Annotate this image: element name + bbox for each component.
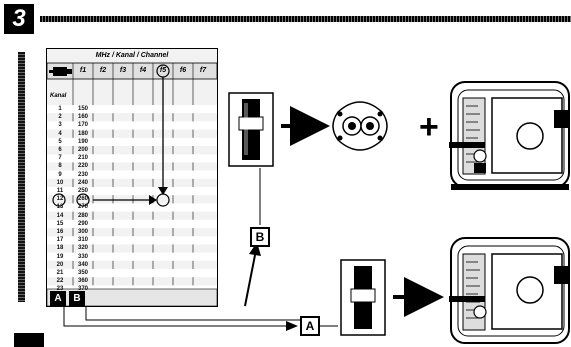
table-cell: 240 — [77, 179, 88, 186]
table-cell: 21 — [56, 270, 64, 276]
table-cell: 22 — [56, 278, 64, 285]
table-cell: 2 — [58, 114, 62, 121]
column-header: f5 — [159, 67, 167, 74]
side-bar — [18, 52, 25, 302]
table-cell: 20 — [56, 261, 64, 268]
table-cell: 7 — [58, 155, 62, 162]
table-cell: 15 — [56, 220, 64, 227]
receiver-unit-icon — [449, 81, 570, 190]
table-cell: 4 — [58, 130, 62, 137]
table-cell: 19 — [56, 253, 64, 260]
table-cell: 17 — [56, 237, 64, 244]
plus-sign: + — [419, 108, 439, 146]
bottom-tab — [14, 333, 44, 347]
connector-plug-icon — [49, 67, 72, 76]
table-cell: 190 — [77, 138, 88, 145]
table-cell: 320 — [77, 245, 88, 252]
table-cell: 200 — [77, 147, 88, 153]
crystal-module-icon — [332, 101, 388, 151]
footer-key-a: A — [50, 291, 66, 306]
step-number-badge: 3 — [4, 4, 34, 34]
table-cell: 360 — [77, 278, 88, 285]
table-title: MHz / Kanal / Channel — [95, 52, 169, 59]
column-header: f6 — [179, 67, 187, 74]
table-cell: 290 — [77, 220, 88, 227]
column-header: f4 — [139, 67, 147, 74]
table-cell: 13 — [56, 204, 64, 211]
table-cell: 1 — [58, 106, 62, 112]
table-grid — [47, 62, 217, 306]
kanal-header: Kanal — [50, 93, 67, 99]
table-cell: 280 — [77, 212, 88, 219]
table-cell: 300 — [77, 229, 88, 235]
table-cell: 3 — [58, 122, 62, 129]
table-cell: 330 — [77, 253, 88, 260]
table-cell: 8 — [58, 163, 62, 170]
column-header: f1 — [79, 67, 87, 74]
slide-switch-icon — [228, 92, 274, 167]
table-cell: 270 — [77, 204, 88, 211]
frequency-table: MHz / Kanal / Channel — [46, 48, 218, 307]
table-cell: 16 — [56, 229, 64, 235]
table-cell: 180 — [77, 130, 88, 137]
table-cell: 10 — [56, 179, 64, 186]
table-cell: 18 — [56, 245, 64, 252]
table-cell: 170 — [77, 122, 88, 129]
table-cell: 340 — [77, 261, 88, 268]
column-header: f3 — [119, 67, 127, 74]
table-cell: 220 — [77, 163, 88, 170]
header-rule — [40, 16, 571, 22]
table-cell: 23 — [56, 286, 64, 293]
footer-key-b: B — [69, 291, 85, 306]
key-b-box: B — [250, 227, 270, 247]
table-cell: 210 — [77, 155, 88, 162]
receiver-unit-icon-lower — [449, 237, 570, 344]
key-a-box: A — [300, 316, 320, 336]
table-cell: 250 — [77, 188, 88, 194]
table-cell: 12 — [56, 196, 64, 203]
selected-row-marker — [52, 193, 66, 207]
selected-frequency-marker — [76, 193, 90, 207]
table-cell: 260 — [77, 196, 88, 203]
column-header: f7 — [199, 67, 207, 74]
table-cell: 11 — [56, 188, 64, 194]
table-cell: 5 — [58, 138, 62, 145]
column-header: f2 — [99, 67, 107, 74]
table-cell: 350 — [77, 270, 88, 276]
table-cell: 370 — [77, 286, 88, 293]
table-cell: 160 — [77, 114, 88, 121]
table-cell: 14 — [56, 212, 64, 219]
table-cell: 230 — [77, 171, 88, 178]
table-cell: 9 — [58, 171, 62, 178]
table-cell: 6 — [58, 147, 62, 153]
table-cell: 310 — [77, 237, 88, 244]
table-cell: 150 — [77, 106, 88, 112]
slide-switch-icon-lower — [340, 259, 386, 336]
